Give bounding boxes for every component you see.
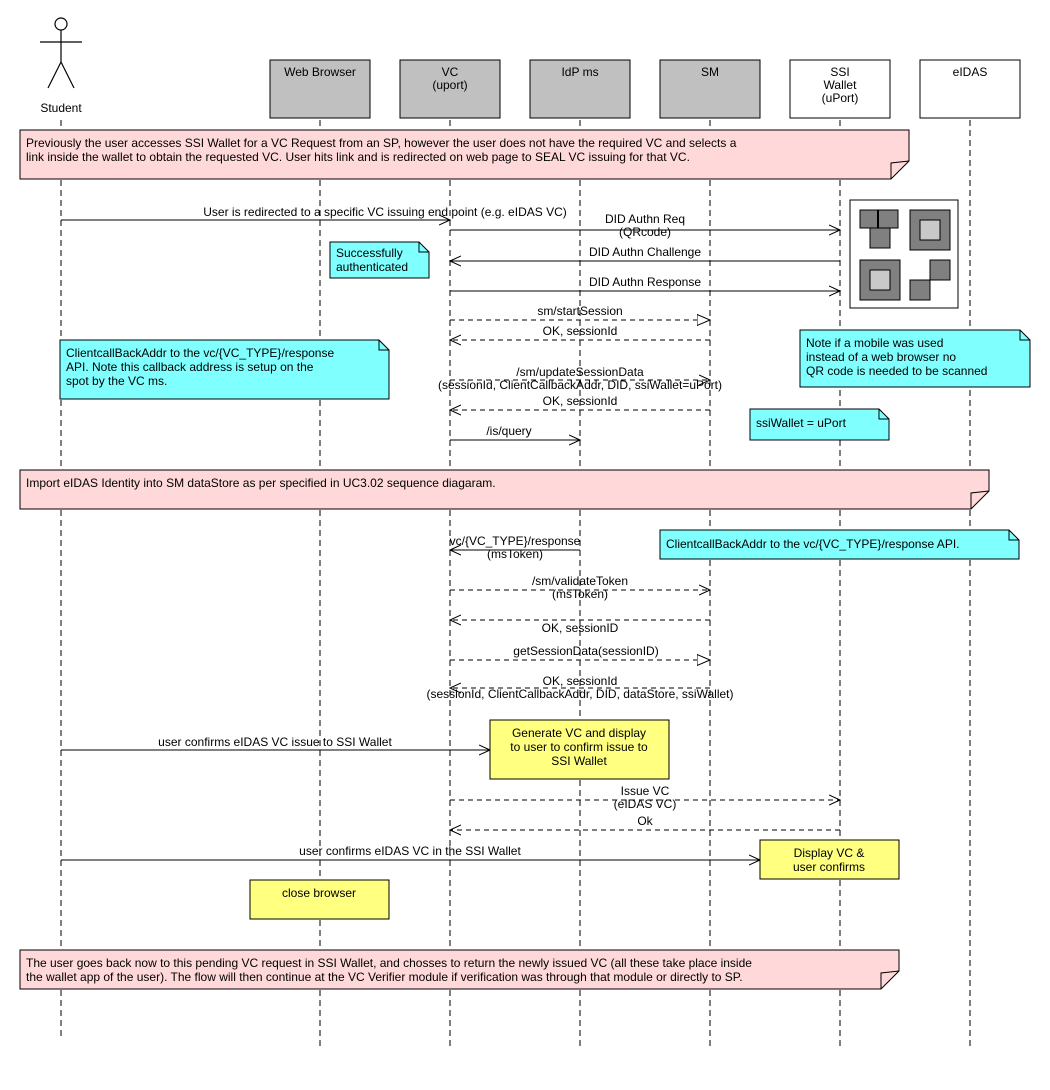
message-vc-response: vc/{VC_TYPE}/response(msToken)	[450, 534, 581, 561]
note-text: The user goes back now to this pending V…	[26, 956, 752, 970]
message-label: /sm/updateSessionData	[516, 365, 644, 379]
message-is-query: /is/query	[450, 424, 580, 440]
note-ssiwallet: ssiWallet = uPort	[749, 408, 890, 441]
note-text: ClientcallBackAddr to the vc/{VC_TYPE}/r…	[666, 537, 959, 551]
message-label: OK, sessionId	[543, 394, 618, 408]
message-ok-session-2: OK, sessionId	[450, 394, 710, 410]
note-text: link inside the wallet to obtain the req…	[26, 150, 690, 164]
note-text: API. Note this callback address is setup…	[66, 360, 314, 374]
message-start-session: sm/startSession	[450, 304, 710, 320]
message-user-confirms-issue: user confirms eIDAS VC issue to SSI Wall…	[61, 735, 490, 750]
note-text: QR code is needed to be scanned	[806, 364, 987, 378]
message-redirect: User is redirected to a specific VC issu…	[61, 205, 567, 220]
message-validate-token: /sm/validateToken(msToken)	[450, 574, 710, 601]
message-label: (msToken)	[487, 547, 543, 561]
message-label: OK, sessionId	[543, 674, 618, 688]
participant-label: VC	[442, 65, 459, 79]
message-update-session: /sm/updateSessionData(sessionId, ClientC…	[438, 365, 722, 392]
message-label: Issue VC	[621, 784, 670, 798]
participant-label: eIDAS	[953, 65, 988, 79]
message-label: User is redirected to a specific VC issu…	[203, 205, 567, 219]
note-previously: Previously the user accesses SSI Wallet …	[19, 129, 910, 180]
participant-eidas: eIDAS	[919, 59, 1021, 119]
participant-label: (uport)	[432, 78, 467, 92]
participant-label: Wallet	[824, 78, 858, 92]
message-label: (eIDAS VC)	[614, 797, 677, 811]
note-display-vc: Display VC &user confirms	[759, 839, 900, 880]
participant-label: SM	[701, 65, 719, 79]
message-label: (sessionId, ClientCallbackAddr, DID, ssi…	[438, 378, 722, 392]
message-ok-session-3: OK, sessionID	[450, 620, 710, 635]
note-text: Successfully	[336, 246, 403, 260]
actor-label: Student	[40, 101, 82, 115]
participant-label: Web Browser	[284, 65, 356, 79]
message-authn-req: DID Authn Req(QRcode)	[450, 212, 840, 239]
note-text: authenticated	[336, 260, 408, 274]
message-label: OK, sessionId	[543, 324, 618, 338]
participant-label: IdP ms	[561, 65, 598, 79]
message-issue-vc: Issue VC(eIDAS VC)	[450, 784, 840, 811]
message-label: getSessionData(sessionID)	[513, 644, 658, 658]
note-text: SSI Wallet	[551, 754, 607, 768]
message-label: Ok	[637, 814, 653, 828]
note-callback-api: ClientcallBackAddr to the vc/{VC_TYPE}/r…	[659, 529, 1020, 560]
qr-code-icon	[849, 199, 959, 309]
message-authn-response: DID Authn Response	[450, 275, 840, 291]
participants: Web Browser VC(uport) IdP ms SM SSIWallet(uP…	[269, 59, 1021, 119]
note-text: Previously the user accesses SSI Wallet …	[26, 136, 737, 150]
note-text: close browser	[282, 886, 356, 900]
note-close-browser: close browser	[249, 879, 390, 920]
message-label: (sessionId, ClientCallbackAddr, DID, dat…	[426, 687, 733, 701]
message-label: user confirms eIDAS VC issue to SSI Wall…	[158, 735, 392, 749]
lifelines	[60, 120, 971, 1050]
participant-label: SSI	[830, 65, 849, 79]
message-label: /sm/validateToken	[532, 574, 628, 588]
notes-foreground: SuccessfullyauthenticatedClientcallBackA…	[59, 241, 1031, 920]
message-label: DID Authn Req	[605, 212, 685, 226]
message-label: (msToken)	[552, 587, 608, 601]
participant-idp: IdP ms	[529, 59, 631, 119]
note-text: ssiWallet = uPort	[756, 416, 847, 430]
message-label: DID Authn Response	[589, 275, 701, 289]
note-text: to user to confirm issue to	[510, 740, 648, 754]
message-user-confirms-wallet: user confirms eIDAS VC in the SSI Wallet	[61, 844, 760, 860]
note-text: ClientcallBackAddr to the vc/{VC_TYPE}/r…	[66, 346, 334, 360]
note-text: Generate VC and display	[512, 726, 646, 740]
note-text: Display VC &	[794, 846, 865, 860]
message-ok-session-1: OK, sessionId	[450, 324, 710, 340]
participant-browser: Web Browser	[269, 59, 371, 119]
note-import: Import eIDAS Identity into SM dataStore …	[19, 469, 990, 510]
message-label: DID Authn Challenge	[589, 245, 701, 259]
note-text: instead of a web browser no	[806, 350, 956, 364]
message-ok-session-4: OK, sessionId(sessionId, ClientCallbackA…	[426, 674, 733, 701]
message-label: sm/startSession	[537, 304, 622, 318]
message-label: /is/query	[486, 424, 531, 438]
participant-label: (uPort)	[822, 91, 859, 105]
participant-sm: SM	[659, 59, 761, 119]
note-text: user confirms	[793, 860, 865, 874]
note-text: the wallet app of the user). The flow wi…	[26, 970, 743, 984]
actor-student: Student	[40, 17, 82, 115]
messages: User is redirected to a specific VC issu…	[61, 205, 840, 860]
notes-layer: Previously the user accesses SSI Wallet …	[19, 129, 990, 990]
message-get-session-data: getSessionData(sessionID)	[450, 644, 710, 660]
message-label: vc/{VC_TYPE}/response	[450, 534, 581, 548]
note-text: Import eIDAS Identity into SM dataStore …	[26, 476, 496, 490]
message-label: (QRcode)	[619, 225, 671, 239]
message-label: OK, sessionID	[542, 621, 619, 635]
message-ok-issue: Ok	[450, 814, 840, 830]
note-callback: ClientcallBackAddr to the vc/{VC_TYPE}/r…	[59, 339, 390, 400]
actor-head	[54, 17, 68, 31]
note-text: Note if a mobile was used	[806, 336, 943, 350]
participant-vc: VC(uport)	[399, 59, 501, 119]
note-text: spot by the VC ms.	[66, 374, 167, 388]
note-goes-back: The user goes back now to this pending V…	[19, 949, 900, 990]
message-label: user confirms eIDAS VC in the SSI Wallet	[299, 844, 521, 858]
message-authn-challenge: DID Authn Challenge	[450, 245, 840, 261]
